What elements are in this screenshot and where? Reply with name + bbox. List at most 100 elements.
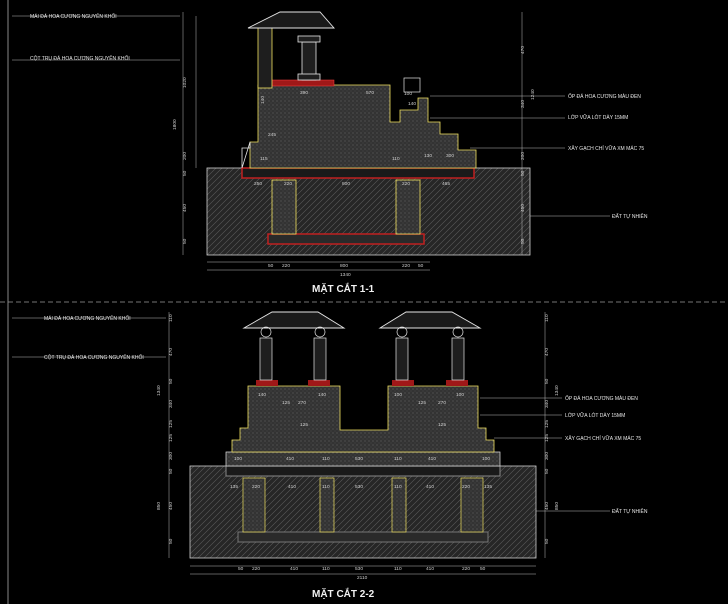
dim2-l9: 850	[156, 502, 162, 510]
callout-black-granite: ỐP ĐÁ HOA CƯƠNG MÀU ĐEN	[568, 93, 641, 100]
dim2-i4: 140	[318, 392, 326, 398]
dim2-b4: 530	[355, 566, 363, 572]
arch-2b-right	[452, 326, 464, 338]
dim1-b0: 50	[268, 263, 274, 269]
dim2-i3: 125	[300, 422, 308, 428]
dim2-b2: 410	[290, 566, 298, 572]
dim2-i6: 125	[418, 400, 426, 406]
dim2-r10: 450	[544, 502, 550, 510]
dim2-r6: 125	[544, 434, 550, 442]
dim2-l10: 450	[168, 502, 174, 510]
dim2-i2: 270	[298, 400, 306, 406]
dim1-b4: 50	[418, 263, 424, 269]
callout-black-granite-2: ỐP ĐÁ HOA CƯƠNG MÀU ĐEN	[565, 395, 638, 402]
dim2-b3: 110	[322, 566, 330, 572]
arch-2a-right	[314, 326, 326, 338]
callout-mortar: LỚP VỮA LÓT DÀY 15MM	[568, 114, 628, 121]
dim2-l0: 110	[168, 314, 174, 322]
callout-roof: MÁI ĐÁ HOA CƯƠNG NGUYÊN KHỐI	[30, 12, 117, 20]
dim2-b7: 220	[462, 566, 470, 572]
dim1-r1: 1240	[530, 89, 536, 100]
dim2-r4: 340	[544, 400, 550, 408]
dim1-i3: 140	[408, 101, 416, 107]
dim2-r9: 850	[554, 502, 560, 510]
callout-mortar-2: LỚP VỮA LÓT DÀY 15MM	[565, 412, 625, 419]
dim2-b1: 220	[252, 566, 260, 572]
dim2-i11: 410	[286, 456, 294, 462]
footing-wall-2c	[391, 477, 407, 533]
dim2-r8: 50	[544, 468, 550, 474]
dim1-i4: 140	[260, 96, 266, 104]
dim1-i0: 390	[300, 90, 308, 96]
dim2-l6: 125	[168, 434, 174, 442]
top-beam-2c	[392, 380, 414, 386]
dim1-i5: 245	[268, 132, 276, 138]
dim2-u2: 410	[288, 484, 296, 490]
dim2-l2: 50	[168, 378, 174, 384]
tomb-body	[249, 84, 477, 169]
dim2-i10: 100	[234, 456, 242, 462]
bottom-slab-2	[237, 531, 489, 543]
section-1-1: MÁI ĐÁ HOA CƯƠNG NGUYÊN KHỐI CỘT TRỤ ĐÁ …	[12, 11, 648, 295]
callout-column-2: CỘT TRỤ ĐÁ HOA CƯƠNG NGUYÊN KHỐI	[44, 353, 144, 361]
dim1-u4: 465	[442, 181, 450, 187]
arch-2a-left	[260, 326, 272, 338]
dim1-total: 1340	[340, 272, 351, 278]
callout-soil-2: ĐẤT TỰ NHIÊN	[612, 507, 648, 515]
dim2-i5: 100	[394, 392, 402, 398]
dim2-i14: 110	[394, 456, 402, 462]
dim1-l3: 50	[182, 170, 188, 176]
foundation-soil-2	[189, 465, 537, 559]
dim2-u7: 220	[462, 484, 470, 490]
dim2-r7: 300	[544, 452, 550, 460]
dim2-l3: 1340	[156, 385, 162, 396]
dim1-i6: 115	[260, 156, 268, 162]
column-2a	[259, 337, 273, 381]
footing-wall-2b	[319, 477, 335, 533]
callout-roof-2: MÁI ĐÁ HOA CƯƠNG NGUYÊN KHỐI	[44, 314, 131, 322]
ground-beam-2	[225, 465, 501, 477]
dim2-l11: 50	[168, 538, 174, 544]
back-wall	[257, 27, 273, 89]
dim1-l1: 1800	[172, 119, 178, 130]
right-post	[403, 77, 421, 93]
dim2-r2: 50	[544, 378, 550, 384]
dim1-r6: 50	[520, 238, 526, 244]
dim2-u1: 220	[252, 484, 260, 490]
dim1-b3: 220	[402, 263, 410, 269]
dim2-total: 2110	[357, 575, 368, 581]
footing-wall-left	[271, 179, 297, 235]
top-beam-2d	[446, 380, 468, 386]
dim2-u0: 135	[230, 484, 238, 490]
top-beam	[261, 79, 335, 87]
top-beam-2a	[256, 380, 278, 386]
column-2d	[451, 337, 465, 381]
ground-beam	[241, 167, 475, 179]
dim2-l8: 50	[168, 468, 174, 474]
callout-column: CỘT TRỤ ĐÁ HOA CƯƠNG NGUYÊN KHỐI	[30, 54, 130, 62]
dim2-i12: 110	[322, 456, 330, 462]
dim1-u2: 800	[342, 181, 350, 187]
dim2-b5: 110	[394, 566, 402, 572]
section-2-2: MÁI ĐÁ HOA CƯƠNG NGUYÊN KHỐI CỘT TRỤ ĐÁ …	[12, 311, 648, 600]
dim1-i2: 100	[404, 91, 412, 97]
callout-soil: ĐẤT TỰ NHIÊN	[612, 212, 648, 220]
column-capital	[297, 35, 321, 43]
dim2-i8: 125	[438, 422, 446, 428]
dim1-r5: 450	[520, 204, 526, 212]
arch-2b-left	[396, 326, 408, 338]
roof-2b	[378, 311, 482, 329]
dim2-l7: 300	[168, 452, 174, 460]
dim2-u3: 110	[322, 484, 330, 490]
dim2-r11: 50	[544, 538, 550, 544]
dim2-u8: 135	[484, 484, 492, 490]
dim2-u6: 410	[426, 484, 434, 490]
column-base	[297, 73, 321, 81]
dim2-i16: 100	[482, 456, 490, 462]
dim1-r4: 50	[520, 170, 526, 176]
dim1-r0: 470	[520, 46, 526, 54]
dim1-l5: 50	[182, 238, 188, 244]
dim1-i8: 130	[424, 153, 432, 159]
dim2-i0: 140	[258, 392, 266, 398]
